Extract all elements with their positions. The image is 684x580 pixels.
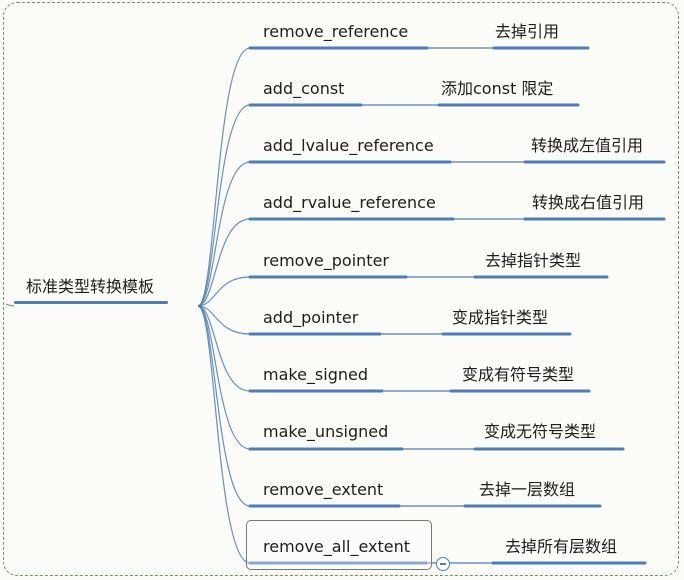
desc-node[interactable]: 变成指针类型 bbox=[452, 308, 548, 328]
connector-line bbox=[197, 305, 251, 564]
branch-label: remove_pointer bbox=[263, 251, 389, 270]
root-stub bbox=[5, 303, 15, 307]
desc-node[interactable]: 去掉一层数组 bbox=[479, 480, 575, 500]
desc-label: 去掉引用 bbox=[495, 22, 560, 41]
branch-label: make_signed bbox=[263, 365, 369, 384]
branch-node[interactable]: make_unsigned bbox=[263, 422, 388, 442]
branch-label: remove_reference bbox=[263, 22, 409, 41]
desc-label: 添加const 限定 bbox=[441, 79, 554, 98]
connector-line bbox=[197, 161, 251, 307]
branch-node-selected[interactable]: remove_all_extent bbox=[263, 537, 410, 557]
desc-label: 转换成左值引用 bbox=[531, 136, 644, 155]
canvas-frame bbox=[3, 2, 679, 576]
connector-line bbox=[197, 276, 251, 307]
branch-node[interactable]: add_const bbox=[263, 79, 344, 99]
branch-node[interactable]: add_rvalue_reference bbox=[263, 193, 436, 213]
branch-node[interactable]: add_lvalue_reference bbox=[263, 136, 434, 156]
branch-node[interactable]: remove_pointer bbox=[263, 251, 389, 271]
branch-node[interactable]: remove_reference bbox=[263, 22, 408, 42]
branch-node[interactable]: add_pointer bbox=[263, 308, 358, 328]
branch-label: make_unsigned bbox=[263, 422, 389, 441]
desc-node[interactable]: 变成有符号类型 bbox=[462, 365, 574, 385]
root-label: 标准类型转换模板 bbox=[26, 277, 155, 296]
branch-node[interactable]: remove_extent bbox=[263, 480, 383, 500]
branch-label: add_const bbox=[263, 79, 345, 98]
desc-node[interactable]: 去掉指针类型 bbox=[485, 251, 581, 271]
desc-node[interactable]: 转换成左值引用 bbox=[531, 136, 643, 156]
desc-node[interactable]: 去掉引用 bbox=[495, 22, 559, 42]
selected-node-frame bbox=[246, 520, 432, 570]
branch-label: add_rvalue_reference bbox=[263, 193, 436, 212]
connector-line bbox=[197, 305, 251, 392]
desc-node[interactable]: 转换成右值引用 bbox=[532, 193, 644, 213]
desc-node[interactable]: 变成无符号类型 bbox=[484, 422, 596, 442]
collapse-minus-icon[interactable] bbox=[436, 557, 450, 571]
branch-label: add_lvalue_reference bbox=[263, 136, 434, 155]
branch-label: remove_extent bbox=[263, 480, 384, 499]
connector-line bbox=[197, 305, 251, 507]
desc-label: 变成有符号类型 bbox=[462, 365, 575, 384]
connector-line bbox=[197, 104, 251, 307]
branch-label: remove_all_extent bbox=[263, 537, 411, 556]
root-underline bbox=[14, 301, 169, 304]
connector-line bbox=[197, 305, 251, 450]
desc-label: 变成无符号类型 bbox=[484, 422, 597, 441]
branch-label: add_pointer bbox=[263, 308, 359, 327]
branch-node[interactable]: make_signed bbox=[263, 365, 368, 385]
desc-label: 变成指针类型 bbox=[452, 308, 549, 327]
desc-label: 转换成右值引用 bbox=[532, 193, 645, 212]
desc-node[interactable]: 去掉所有层数组 bbox=[505, 537, 617, 557]
desc-label: 去掉指针类型 bbox=[485, 251, 582, 270]
connector-line bbox=[197, 47, 251, 307]
desc-label: 去掉所有层数组 bbox=[505, 537, 618, 556]
connector-line bbox=[197, 218, 251, 307]
connector-line bbox=[197, 305, 251, 335]
desc-node[interactable]: 添加const 限定 bbox=[441, 79, 553, 99]
root-node[interactable]: 标准类型转换模板 bbox=[14, 277, 169, 304]
desc-label: 去掉一层数组 bbox=[479, 480, 576, 499]
